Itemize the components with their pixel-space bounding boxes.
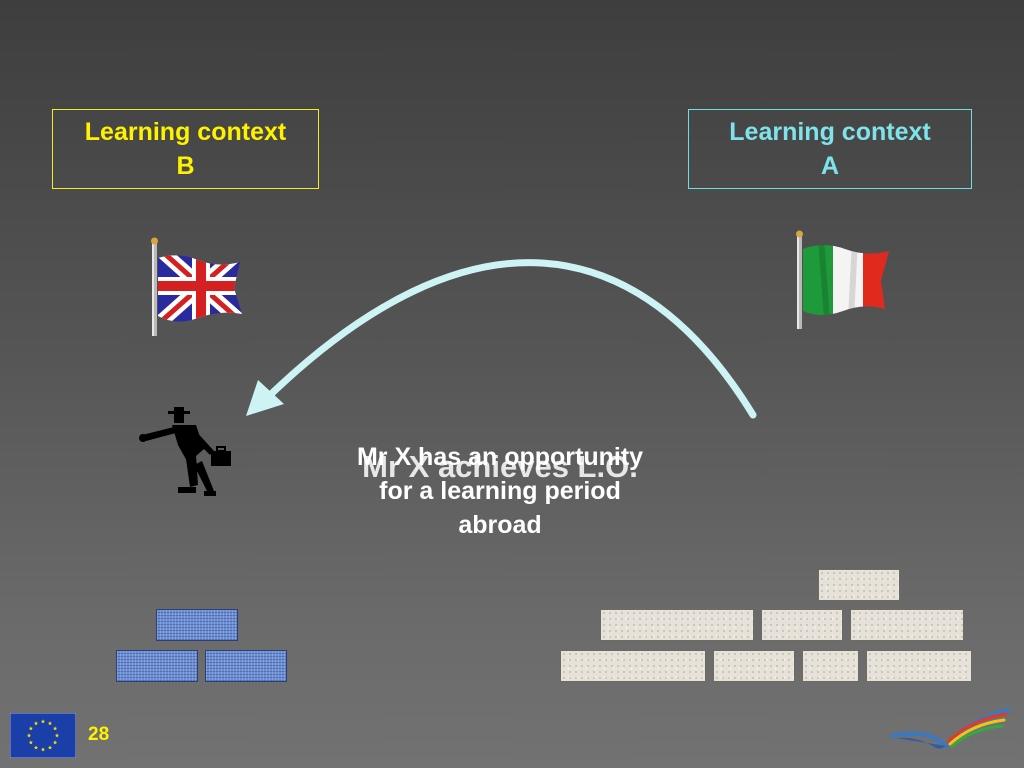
learning-context-a-letter: A [820,152,840,180]
brick-stone-row3-1 [560,650,706,682]
eu-star [40,719,46,724]
eu-star [28,740,33,745]
caption-opportunity-line-3: abroad [458,511,542,539]
learning-context-b-letter: B [176,152,195,180]
swoosh-logo-icon [890,708,1010,749]
brick-stone-row3-4 [866,650,972,682]
eu-star [54,733,60,738]
brick-blue-bottom-left [116,650,198,682]
eu-star [47,745,53,750]
page-number: 28 [88,724,110,745]
eu-star [53,740,58,745]
eu-star [47,721,53,726]
brick-stone-row3-2 [713,650,795,682]
eu-star [26,733,32,738]
learning-context-b-box: Learning context B [52,109,319,189]
brick-blue-bottom-right [205,650,287,682]
person-with-briefcase-icon [139,407,231,496]
learning-context-a-box: Learning context A [688,109,972,189]
eu-star [28,726,33,731]
eu-star [33,721,39,726]
caption-opportunity-line-1: Mr X has an opportunity [356,443,644,471]
brick-stone-row2-3 [850,609,964,641]
brick-stone-row1 [818,569,900,601]
brick-stone-row3-3 [802,650,859,682]
caption-opportunity: Mr X has an opportunity for a learning p… [320,440,680,542]
italy-flag-icon [796,230,889,329]
eu-star [33,745,39,750]
caption-achieves-lo: Mr X achieves L.O. [362,449,638,484]
uk-flag-icon [151,237,242,336]
brick-stone-row2-2 [761,609,843,641]
learning-context-a-label: Learning context [729,118,931,146]
eu-flag-icon [10,713,76,758]
eu-star [53,726,58,731]
brick-blue-top [156,609,238,641]
caption-opportunity-line-2: for a learning period [379,477,621,505]
learning-context-b-label: Learning context [84,118,287,146]
brick-stone-row2-1 [600,609,754,641]
eu-star [40,747,46,752]
